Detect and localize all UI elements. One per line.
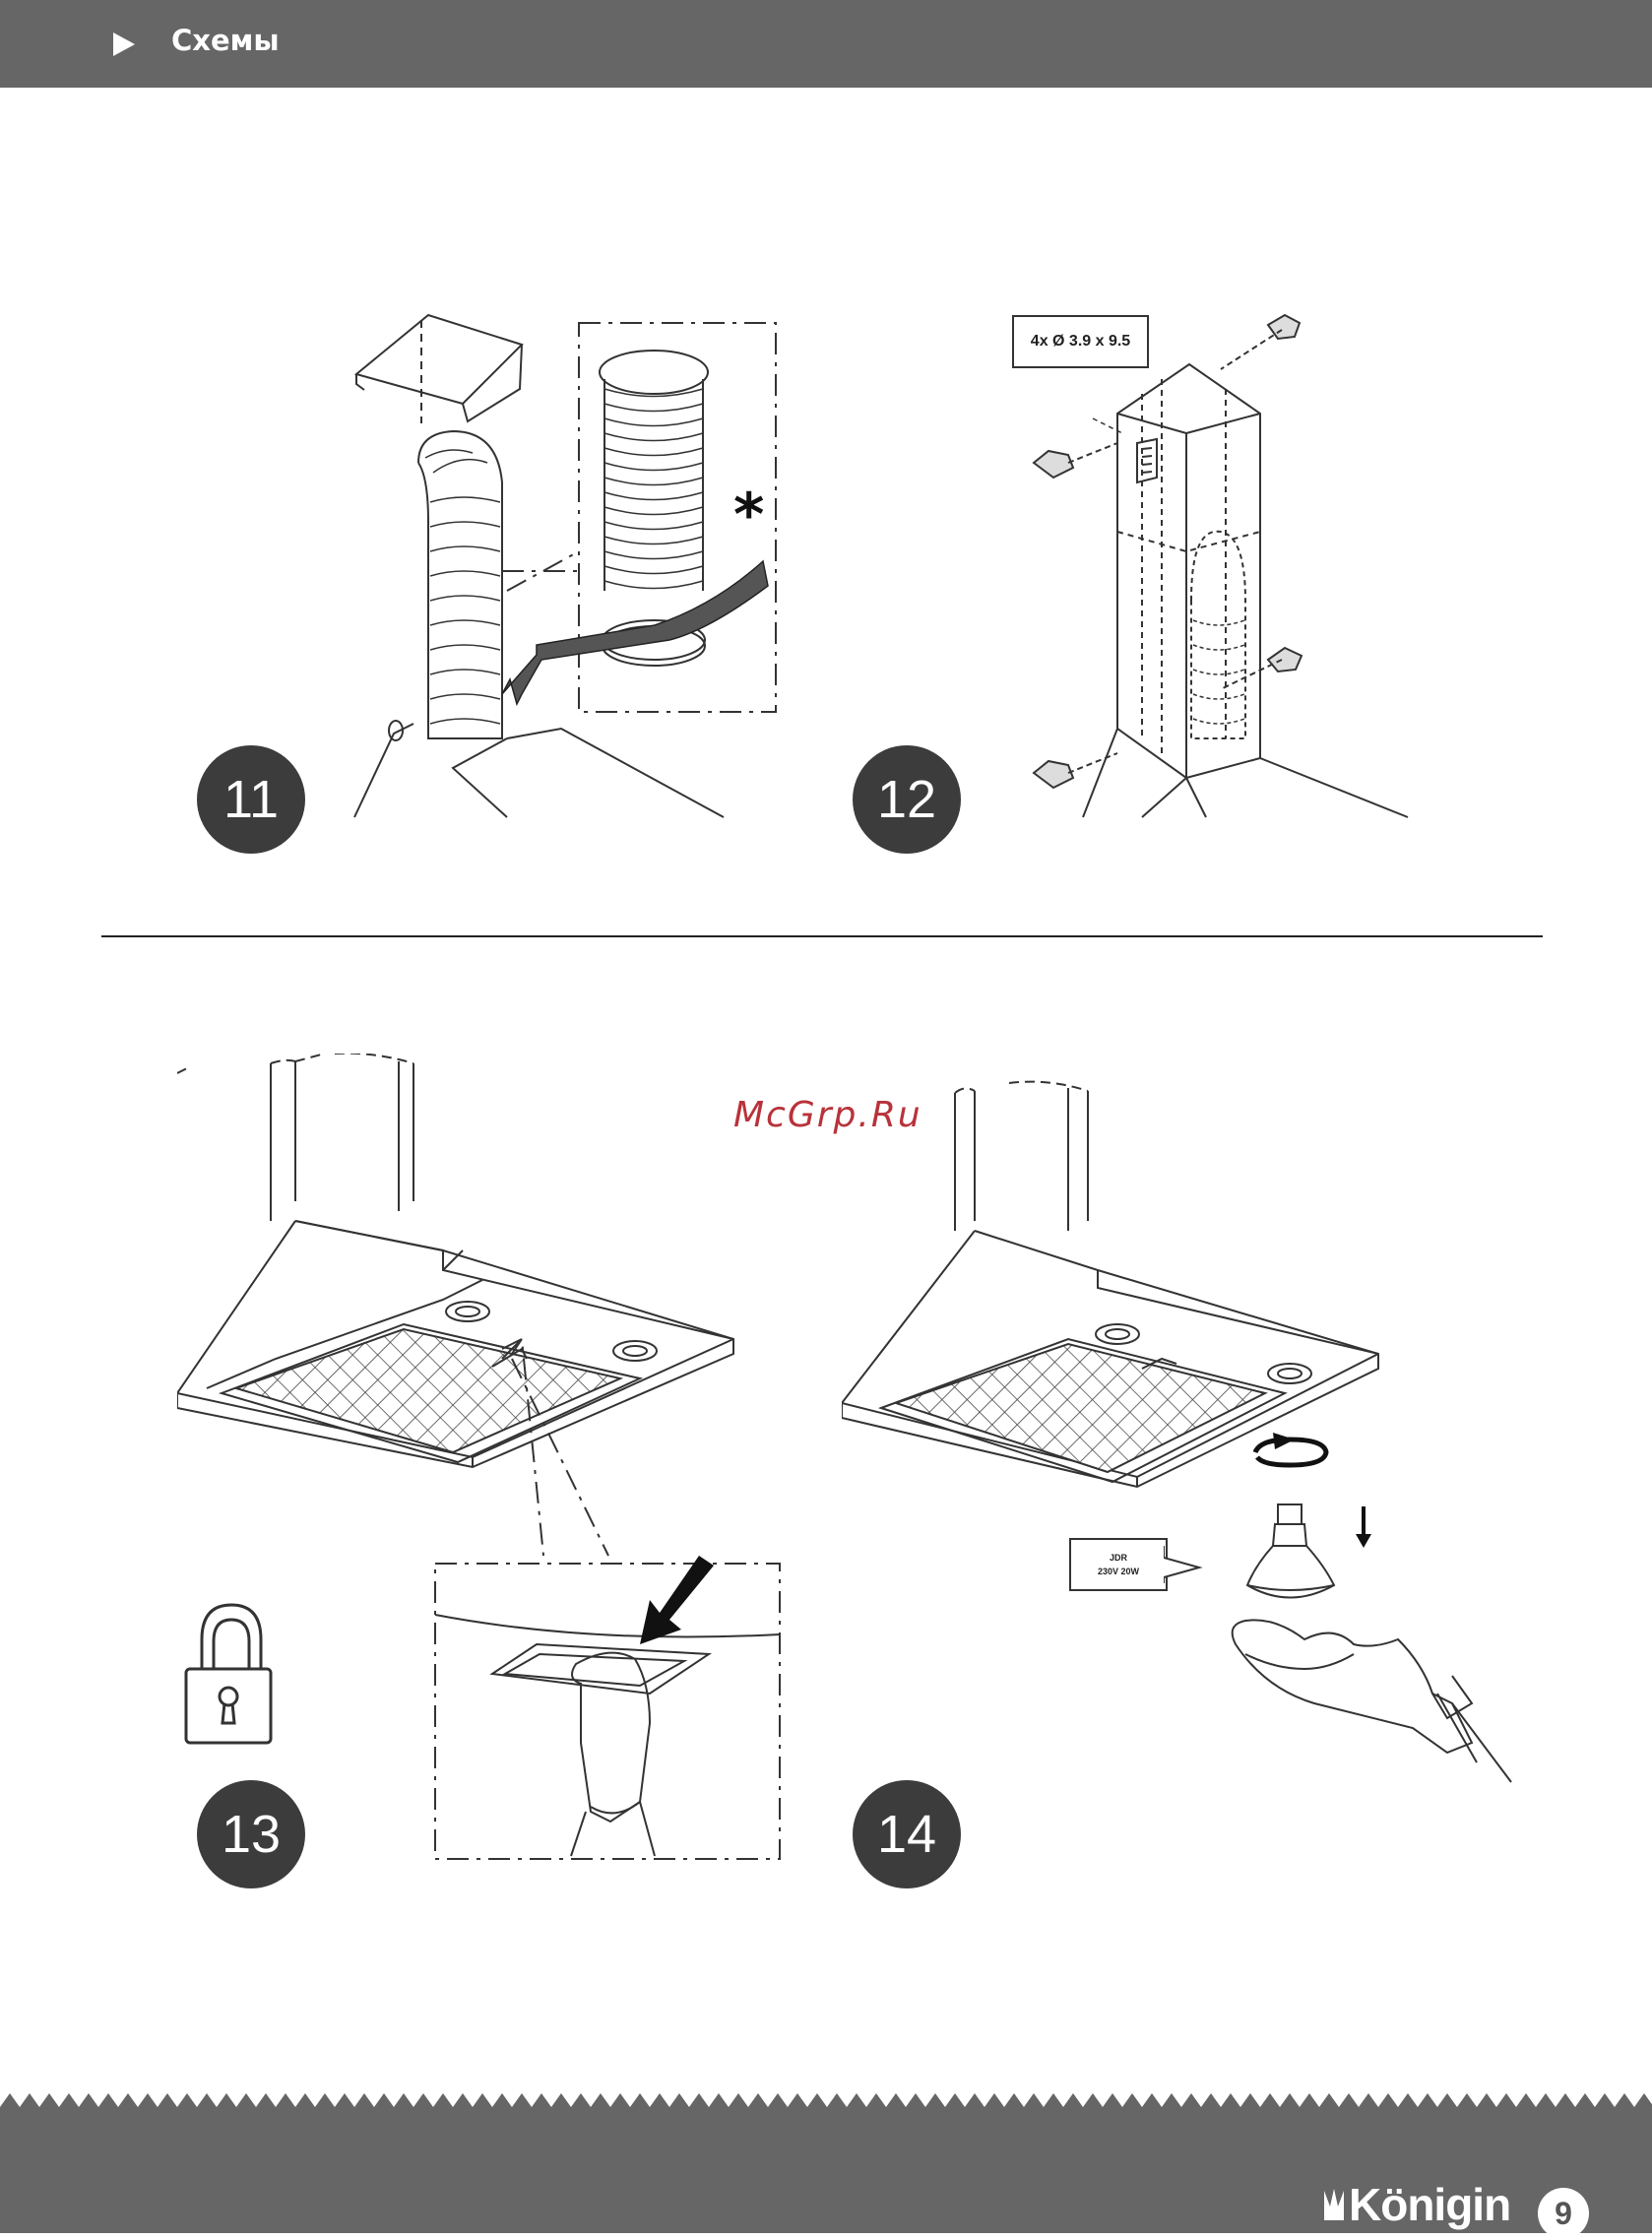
step-badge-14: 14 <box>853 1780 961 1888</box>
section-divider <box>101 935 1543 937</box>
lamp-type-text: JDR <box>1110 1551 1127 1565</box>
lamp-callout-pointer <box>1164 1542 1203 1587</box>
play-arrow-icon <box>113 32 135 56</box>
figure-14-lamp-replacement <box>842 1073 1531 1812</box>
figure-12-chimney-fixing <box>1024 305 1437 827</box>
page-header: Схемы <box>0 0 1652 88</box>
figure-13-filter-removal <box>177 1054 807 1881</box>
brand-name: Königin <box>1349 2178 1510 2231</box>
step-badge-13: 13 <box>197 1780 305 1888</box>
screw-spec-text: 4x Ø 3.9 x 9.5 <box>1031 333 1130 351</box>
lamp-rating-text: 230V 20W <box>1098 1565 1139 1578</box>
lamp-spec-callout: JDR 230V 20W <box>1069 1538 1168 1591</box>
asterisk-mark: * <box>733 480 764 549</box>
brand-crown-icon <box>1323 2187 1345 2222</box>
figure-11-duct-installation <box>335 305 807 827</box>
brand-logo: Königin <box>1323 2178 1510 2231</box>
section-title: Схемы <box>171 24 280 57</box>
page-number: 9 <box>1538 2188 1589 2239</box>
step-badge-11: 11 <box>197 745 305 854</box>
step-badge-12: 12 <box>853 745 961 854</box>
screw-spec-callout: 4x Ø 3.9 x 9.5 <box>1012 315 1149 368</box>
